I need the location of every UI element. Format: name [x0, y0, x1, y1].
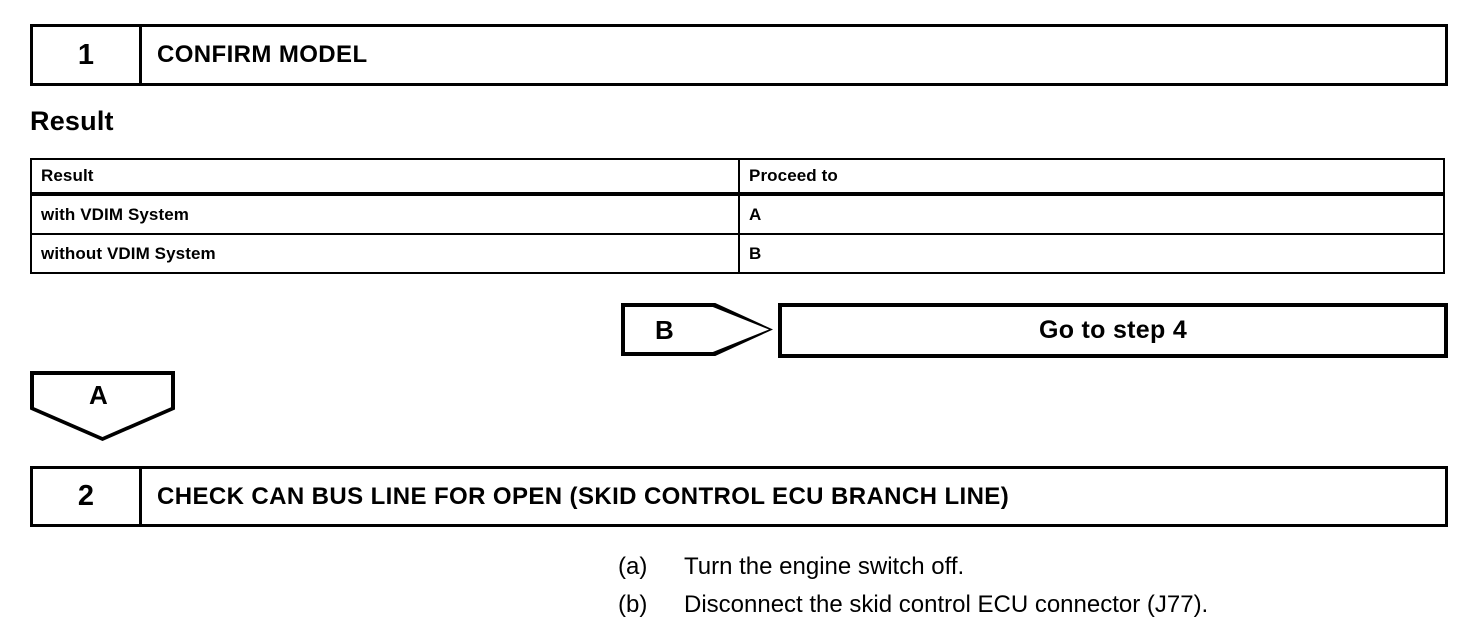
connector-b-label: B	[655, 315, 674, 345]
list-item: (b) Disconnect the skid control ECU conn…	[618, 586, 1208, 624]
step-1-title: CONFIRM MODEL	[157, 41, 368, 68]
instruction-list: (a) Turn the engine switch off. (b) Disc…	[618, 548, 1208, 624]
result-cell-condition: with VDIM System	[30, 194, 740, 235]
step-2-header: 2 CHECK CAN BUS LINE FOR OPEN (SKID CONT…	[30, 466, 1448, 527]
result-cell-condition: without VDIM System	[30, 233, 740, 274]
column-header-result: Result	[30, 158, 740, 194]
instruction-marker-a: (a)	[618, 553, 648, 580]
goto-step-label: Go to step 4	[1038, 316, 1188, 344]
result-table-body: with VDIM System A without VDIM System B	[30, 194, 1445, 274]
instruction-text-a: Turn the engine switch off.	[684, 553, 965, 580]
step-2-title: CHECK CAN BUS LINE FOR OPEN (SKID CONTRO…	[157, 482, 1010, 510]
column-header-proceed-to: Proceed to	[738, 158, 1445, 194]
step-2-number: 2	[33, 469, 142, 524]
step-1-number: 1	[33, 27, 142, 83]
step-1-header: 1 CONFIRM MODEL	[30, 24, 1448, 86]
goto-step-box: Go to step 4	[778, 303, 1448, 358]
result-cell-proceed: B	[738, 233, 1445, 274]
table-row: with VDIM System A	[30, 194, 1445, 235]
result-table-head: Result Proceed to	[30, 158, 1445, 196]
connector-a-label: A	[89, 380, 108, 410]
instruction-text-b: Disconnect the skid control ECU connecto…	[684, 591, 1209, 618]
result-table: Result Proceed to with VDIM System A wit…	[30, 158, 1445, 274]
connector-b-fill	[625, 307, 769, 352]
result-cell-proceed: A	[738, 194, 1445, 235]
result-heading: Result	[30, 106, 114, 136]
table-header-row: Result Proceed to	[30, 158, 1445, 194]
connector-a-arrow	[30, 371, 175, 441]
table-row: without VDIM System B	[30, 233, 1445, 274]
connector-b-arrow	[621, 303, 773, 356]
list-item: (a) Turn the engine switch off.	[618, 548, 1208, 586]
instruction-marker-b: (b)	[618, 591, 648, 618]
